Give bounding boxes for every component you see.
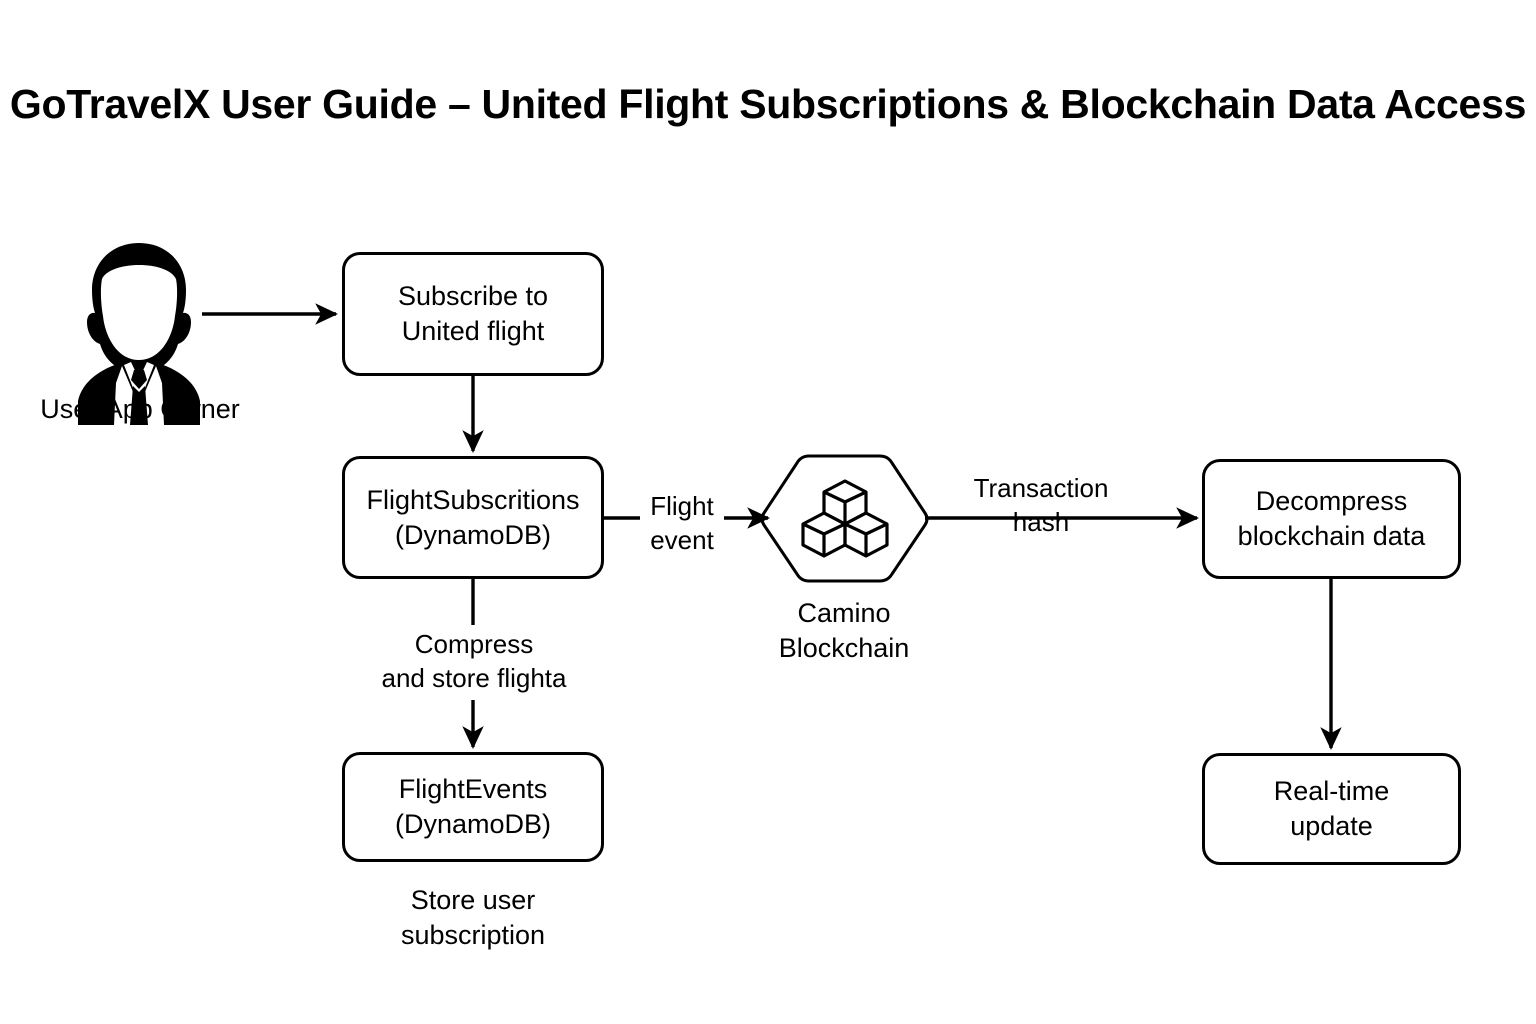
node-realtime-update[interactable]: Real-time update bbox=[1202, 753, 1461, 865]
node-subscribe-line2: United flight bbox=[401, 316, 545, 346]
node-flight-events-line1: FlightEvents bbox=[398, 774, 548, 805]
page-title: GoTravelX User Guide – United Flight Sub… bbox=[9, 81, 1527, 127]
node-flight-subscriptions-line1: FlightSubscritions bbox=[366, 484, 580, 515]
node-subscribe-to-united-flight[interactable]: Subscribe to United flight bbox=[342, 252, 604, 376]
node-realtime-line2: update bbox=[1290, 811, 1373, 841]
node-decompress-blockchain-data[interactable]: Decompress blockchain data bbox=[1202, 459, 1461, 579]
store-user-subscription-line2: subscription bbox=[400, 920, 546, 951]
node-realtime-line1: Real-time bbox=[1273, 776, 1390, 807]
node-flight-events-dynamodb[interactable]: FlightEvents (DynamoDB) bbox=[342, 752, 604, 862]
node-flight-events-line2: (DynamoDB) bbox=[394, 809, 552, 839]
camino-caption-line2: Blockchain bbox=[778, 633, 910, 664]
edge-label-flight-event: Flight event bbox=[628, 490, 736, 558]
node-flight-subscriptions-label: FlightSubscritions (DynamoDB) bbox=[366, 483, 579, 552]
edge-label-transaction-hash: Transaction hash bbox=[930, 472, 1152, 540]
edge-label-compress-line1: Compress bbox=[414, 629, 534, 659]
edge-label-flight-event-line2: event bbox=[650, 524, 714, 555]
actor-label-text: User/App Owner bbox=[40, 394, 240, 424]
user-avatar-icon bbox=[78, 243, 200, 425]
blockchain-cubes-icon bbox=[801, 479, 889, 558]
node-subscribe-line1: Subscribe to bbox=[397, 281, 549, 312]
edge-label-transaction-hash-line2: hash bbox=[1012, 506, 1070, 537]
edge-label-compress-line2: and store flighta bbox=[381, 662, 567, 693]
node-decompress-line1: Decompress bbox=[1255, 486, 1408, 517]
node-decompress-label: Decompress blockchain data bbox=[1238, 484, 1426, 553]
node-flight-events-label: FlightEvents (DynamoDB) bbox=[395, 772, 551, 841]
store-user-subscription-line1: Store user bbox=[410, 885, 536, 915]
edge-label-transaction-hash-line1: Transaction bbox=[973, 473, 1109, 503]
node-subscribe-label: Subscribe to United flight bbox=[398, 279, 548, 348]
camino-blockchain-caption: Camino Blockchain bbox=[724, 596, 964, 666]
camino-caption-line1: Camino bbox=[797, 598, 891, 628]
store-user-subscription-caption: Store user subscription bbox=[343, 883, 603, 953]
node-flight-subscriptions-line2: (DynamoDB) bbox=[394, 519, 552, 550]
node-flight-subscriptions-dynamodb[interactable]: FlightSubscritions (DynamoDB) bbox=[342, 456, 604, 579]
edge-label-flight-event-line1: Flight bbox=[650, 491, 714, 521]
edge-label-compress-and-store: Compress and store flighta bbox=[318, 628, 630, 696]
node-realtime-label: Real-time update bbox=[1274, 774, 1390, 843]
node-decompress-line2: blockchain data bbox=[1237, 521, 1426, 551]
actor-label: User/App Owner bbox=[0, 392, 280, 427]
